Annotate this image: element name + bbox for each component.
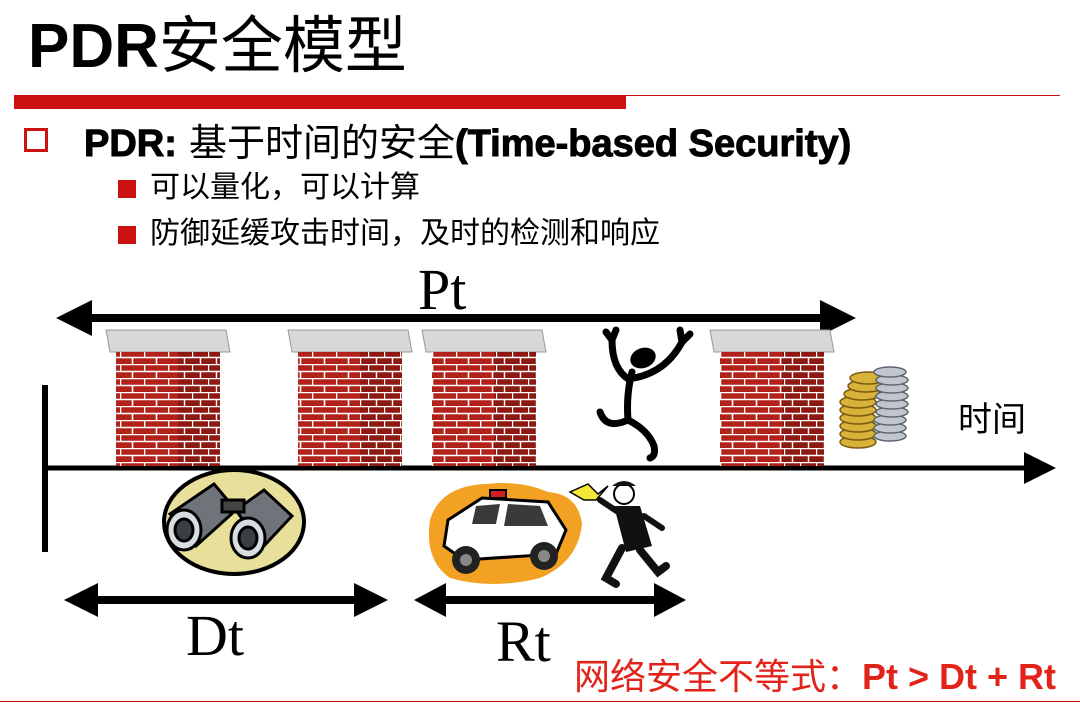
bullet-bold-suffix: (Time-based Security) bbox=[454, 123, 852, 166]
title-underline-thin bbox=[626, 95, 1060, 96]
security-inequality: 网络安全不等式：Pt > Dt + Rt bbox=[574, 654, 1056, 701]
title-latin: PDR bbox=[28, 12, 159, 81]
inequality-prefix: 网络安全不等式： bbox=[573, 657, 862, 698]
inequality-formula: Pt > Dt + Rt bbox=[861, 656, 1056, 697]
dt-label: Dt bbox=[186, 603, 244, 668]
filled-square-bullet-icon bbox=[118, 180, 136, 198]
dt-arrow bbox=[64, 583, 388, 617]
page-title: PDR安全模型 bbox=[28, 6, 407, 87]
title-underline-bar bbox=[14, 95, 626, 109]
hollow-square-bullet-icon bbox=[24, 128, 48, 152]
bullet-bold-prefix: PDR: bbox=[84, 123, 178, 166]
time-axis-label: 时间 bbox=[958, 400, 1026, 440]
sub-bullet-1: 可以量化，可以计算 bbox=[150, 170, 420, 205]
coins-icon bbox=[839, 366, 909, 449]
rt-label: Rt bbox=[496, 609, 551, 674]
police-car-icon bbox=[428, 483, 582, 584]
footer-divider bbox=[0, 701, 1080, 702]
attacker-icon bbox=[596, 326, 694, 462]
pt-label: Pt bbox=[418, 257, 467, 322]
police-officer-icon bbox=[568, 481, 670, 588]
title-cjk: 安全模型 bbox=[158, 9, 407, 82]
firewall-icon bbox=[105, 329, 231, 466]
firewall-icon bbox=[287, 329, 413, 466]
pt-arrow bbox=[56, 300, 856, 336]
bullet-text: 基于时间的安全 bbox=[176, 121, 455, 165]
binoculars-icon bbox=[162, 468, 306, 576]
firewall-icon bbox=[421, 329, 547, 466]
sub-bullet-2: 防御延缓攻击时间，及时的检测和响应 bbox=[150, 216, 660, 251]
rt-arrow bbox=[414, 583, 686, 617]
firewall-icon bbox=[709, 329, 835, 466]
filled-square-bullet-icon bbox=[118, 226, 136, 244]
time-axis-arrow bbox=[45, 452, 1056, 484]
main-bullet: PDR: 基于时间的安全(Time-based Security) bbox=[84, 118, 852, 169]
